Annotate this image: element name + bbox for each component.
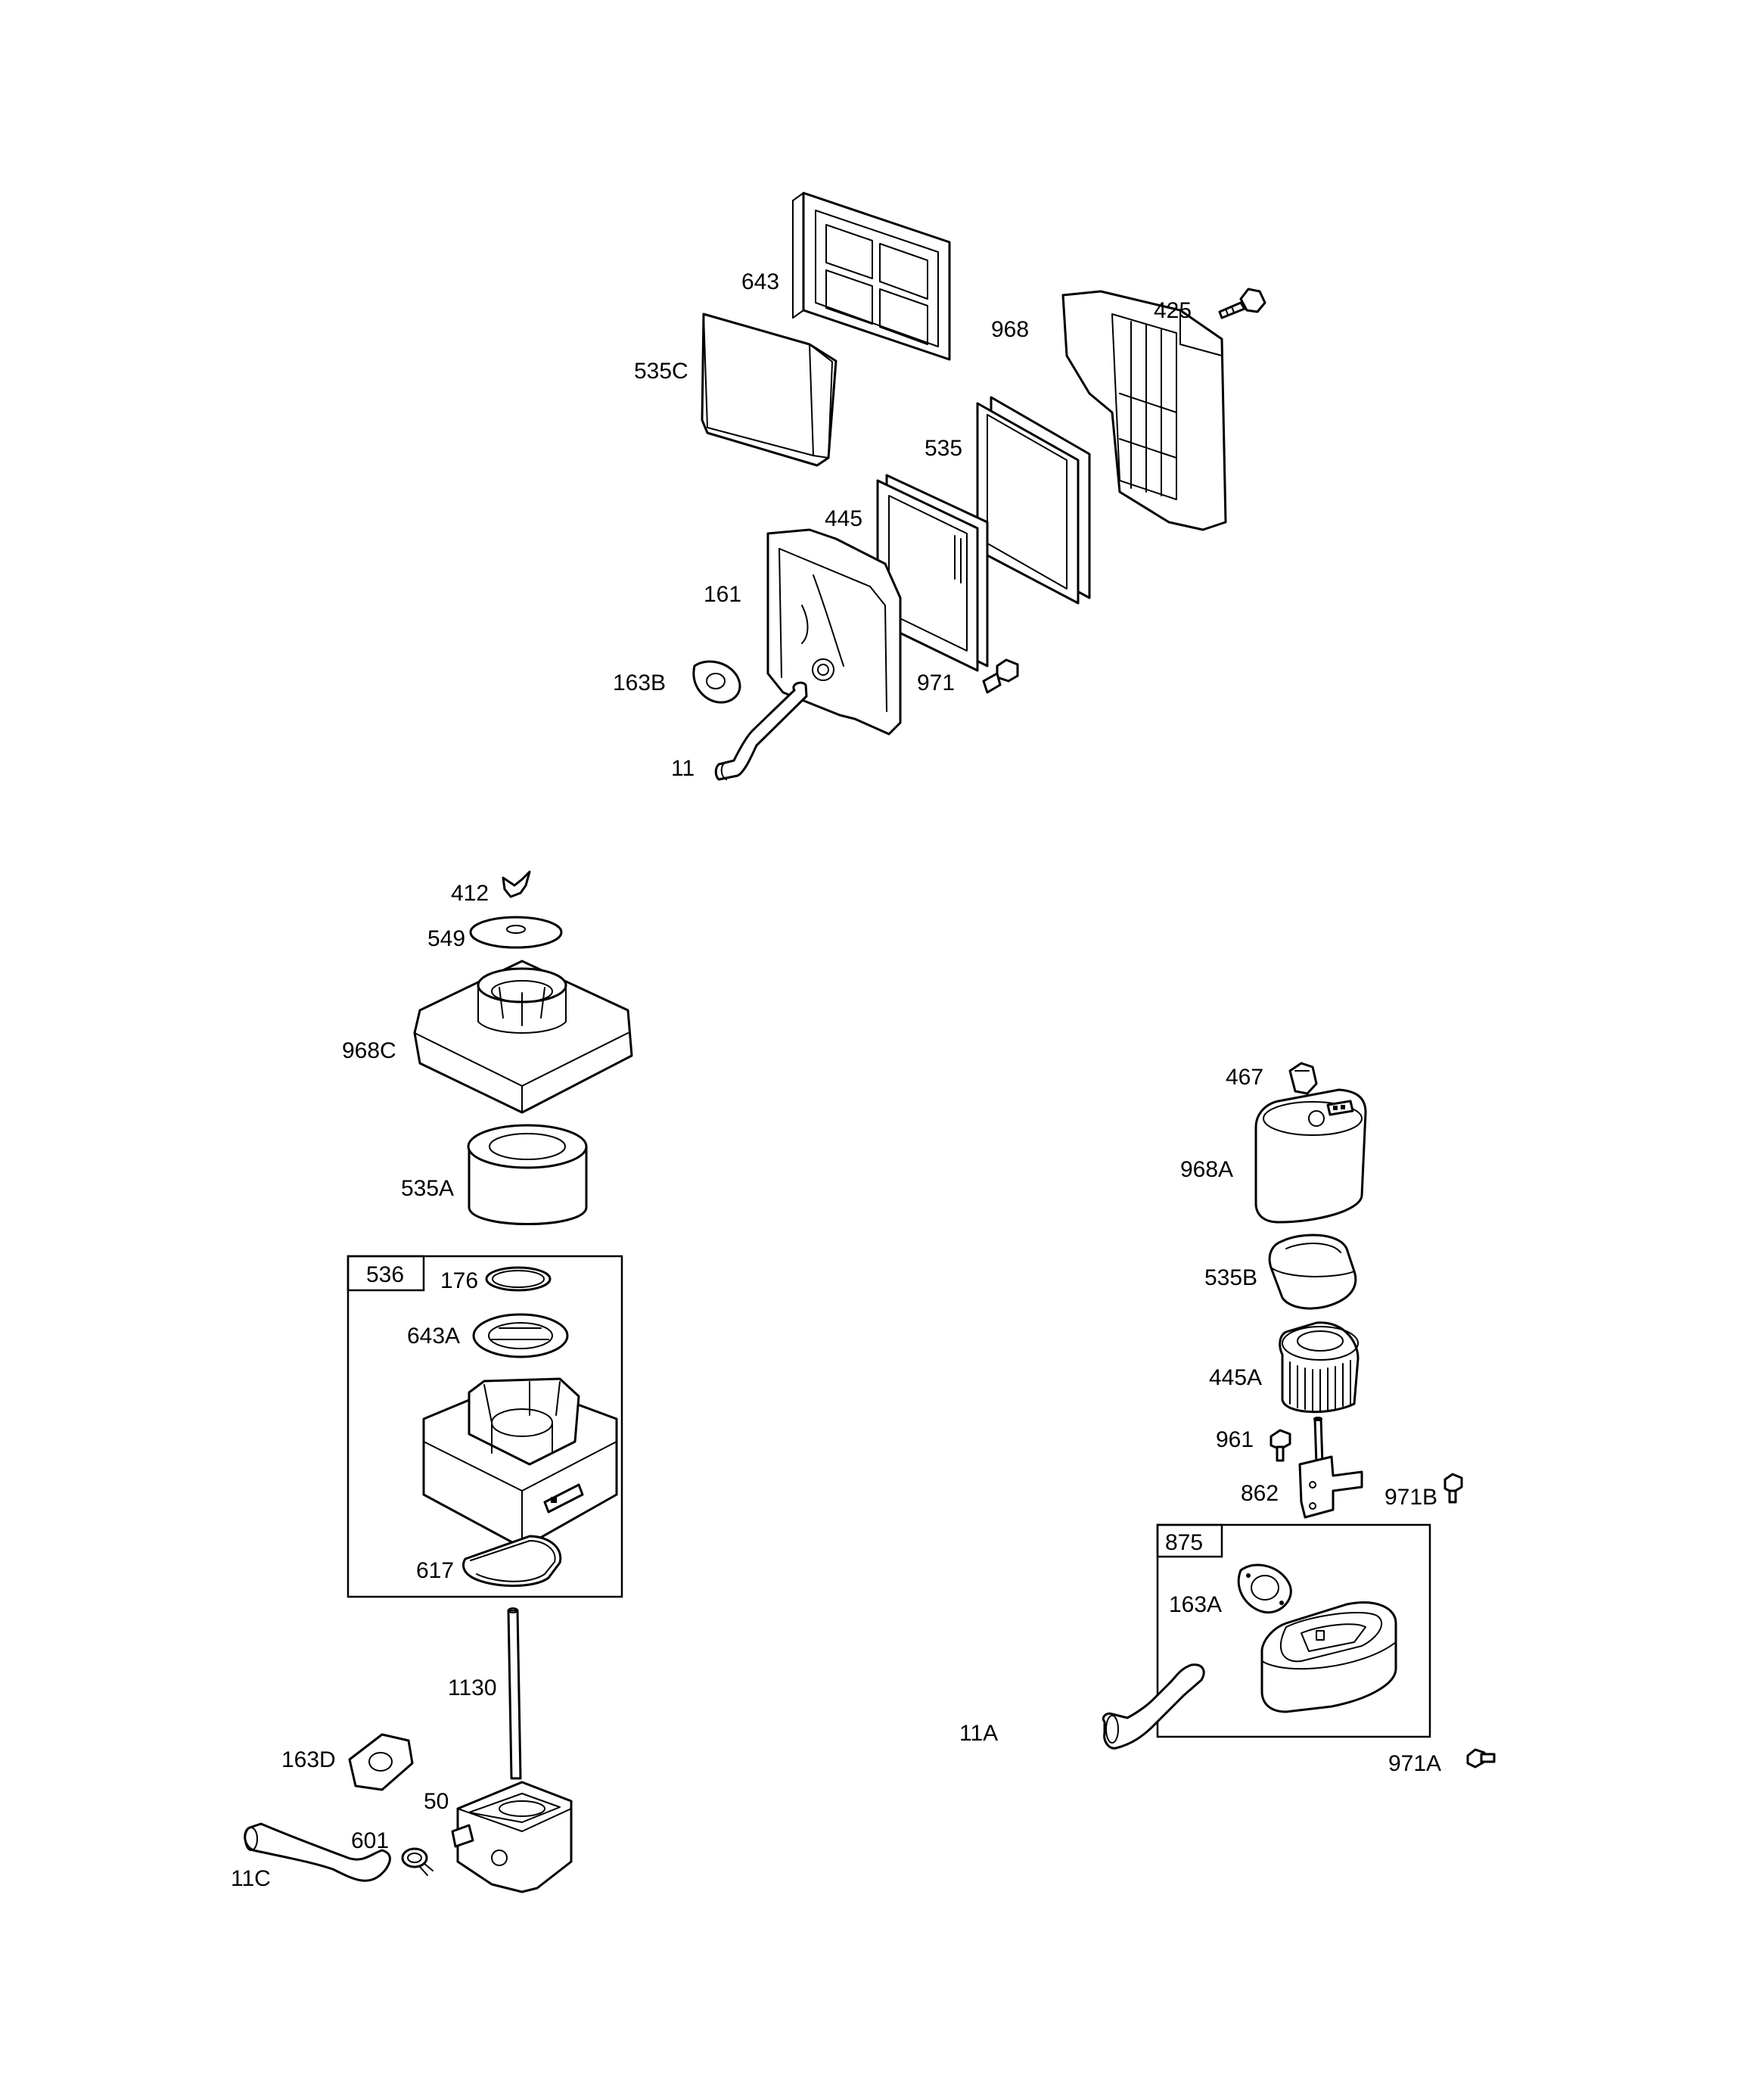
label-549: 549 [427,926,465,951]
part-50-housing [451,1781,573,1893]
part-536-base-housing [422,1377,618,1549]
part-961-screw [1270,1429,1291,1462]
label-875-box [1156,1523,1223,1558]
label-11c: 11C [231,1866,271,1891]
label-971b: 971B [1385,1485,1437,1510]
kit-536-box [347,1255,623,1598]
label-971: 971 [917,670,955,695]
part-163a-gasket [1237,1563,1292,1614]
label-971a: 971A [1388,1751,1441,1776]
part-11-tube [714,681,808,781]
label-536: 536 [366,1262,404,1287]
part-971b-screw [1444,1473,1463,1504]
label-643: 643 [741,269,779,294]
part-968-cover [1061,290,1227,531]
part-425-bolt [1218,288,1266,319]
label-968c: 968C [342,1038,396,1063]
label-536-box [347,1255,425,1292]
label-968: 968 [991,317,1029,342]
label-535a: 535A [401,1176,454,1201]
part-467-knob [1288,1062,1318,1095]
part-1130-stud [507,1607,522,1780]
label-50: 50 [424,1789,449,1814]
part-601-clamp [401,1847,434,1876]
label-176: 176 [440,1268,478,1293]
label-161: 161 [704,582,741,607]
label-467: 467 [1226,1065,1263,1090]
label-968a: 968A [1180,1157,1233,1182]
part-549-washer [469,916,563,949]
part-535b-foam [1268,1234,1357,1310]
part-412-wing-nut [502,870,531,898]
part-971a-screw [1466,1748,1496,1769]
part-535-element [976,396,1091,605]
kit-875-box [1156,1523,1431,1738]
part-176-ring [485,1266,552,1292]
label-535: 535 [925,436,962,461]
label-1130: 1130 [448,1675,497,1700]
part-875-base [1260,1601,1397,1713]
label-412: 412 [451,881,489,906]
label-643a: 643A [407,1324,460,1349]
part-617-gasket [462,1535,562,1587]
part-968a-cover [1254,1088,1367,1224]
part-11c-hose [244,1822,391,1882]
label-875: 875 [1165,1530,1203,1555]
label-11: 11 [671,756,695,781]
label-163d: 163D [281,1747,336,1772]
part-535a-foam-ring [467,1124,588,1225]
label-535b: 535B [1204,1265,1257,1290]
part-163b-gasket [692,660,741,704]
part-643-frame [792,191,951,361]
label-11a: 11A [959,1721,998,1746]
part-971-screw [982,658,1019,694]
part-643a-disk [472,1313,569,1358]
part-862-bracket [1298,1417,1363,1519]
label-425: 425 [1154,298,1192,323]
label-445a: 445A [1209,1365,1262,1390]
part-11a-tube [1102,1663,1205,1750]
part-445a-cartridge [1279,1321,1360,1414]
label-601: 601 [351,1828,389,1853]
part-968c-cover [413,960,633,1114]
part-163d-gasket [348,1733,414,1791]
label-163b: 163B [613,670,666,695]
label-862: 862 [1241,1481,1279,1506]
label-617: 617 [416,1558,454,1583]
label-961: 961 [1216,1427,1254,1452]
label-163a: 163A [1169,1592,1222,1617]
part-535c-foam [701,313,838,467]
part-445-filter [876,474,989,672]
label-445: 445 [825,506,862,531]
label-535c: 535C [634,359,688,384]
